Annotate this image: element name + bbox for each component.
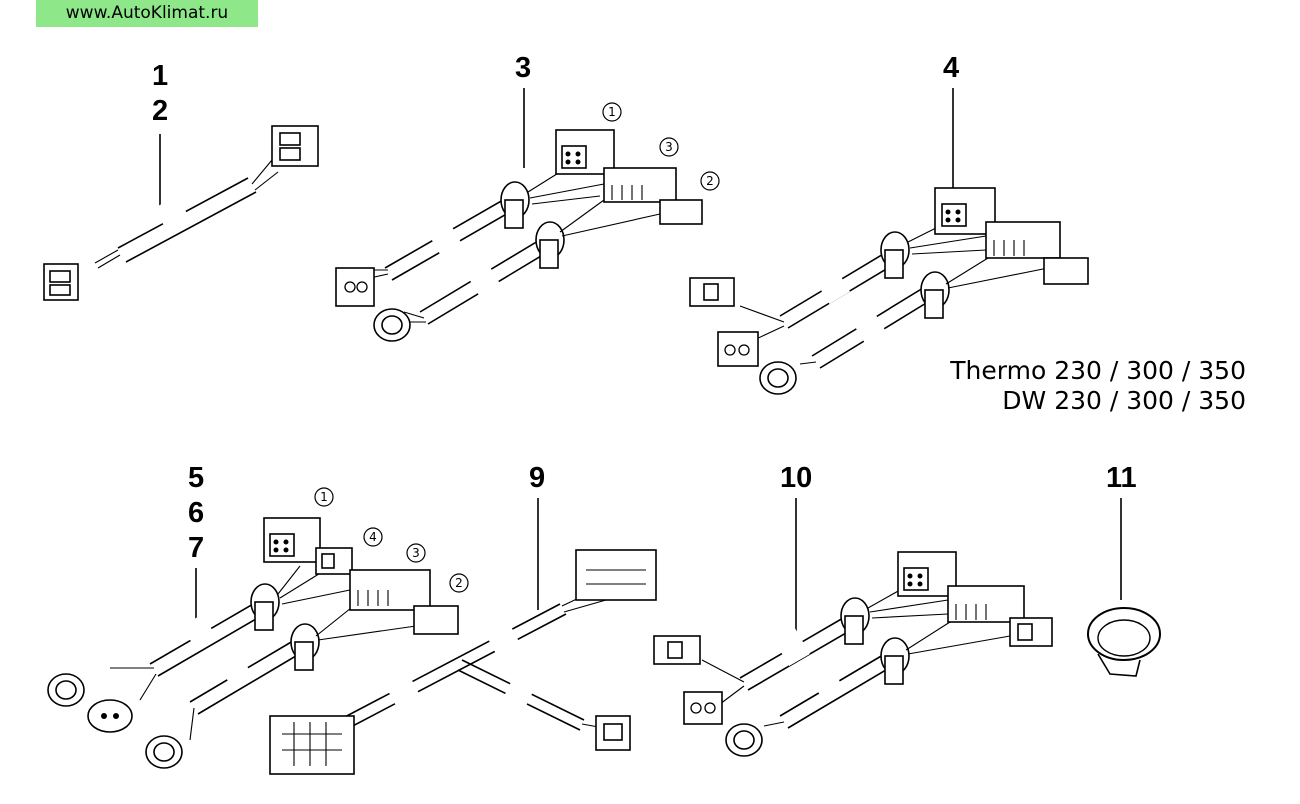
wires [251, 159, 279, 191]
connector-multi-pin-bottom [269, 715, 355, 775]
connector-square [335, 267, 375, 307]
label-2: 2 [152, 95, 168, 127]
connector-round [759, 361, 797, 395]
connector-3 [349, 569, 431, 611]
connector-plug [43, 263, 79, 301]
grommet [250, 583, 320, 671]
grommet [880, 231, 950, 319]
connector-socket [271, 125, 319, 167]
clamp-tab [1097, 653, 1141, 677]
label-7: 7 [188, 532, 204, 564]
model-line-2: DW 230 / 300 / 350 [1002, 386, 1246, 415]
connector-1 [263, 517, 321, 563]
grommet [840, 597, 910, 685]
callout-1: 1 [608, 105, 616, 119]
connector-multi-pin-top [575, 549, 657, 601]
grommet [500, 181, 565, 269]
cable-main [319, 603, 567, 741]
connector-oval [87, 699, 133, 733]
connector-round-lower [145, 735, 183, 769]
label-3: 3 [515, 52, 531, 84]
harness-4: 4 [689, 52, 1089, 395]
wires [94, 249, 121, 269]
harness-5-6-7: 5 6 7 [47, 462, 469, 769]
connector-square-upper [653, 635, 701, 665]
label-6: 6 [188, 497, 204, 529]
harness-9: 9 [269, 462, 657, 775]
connector-flat [947, 585, 1025, 623]
connector-round-upper [47, 673, 85, 707]
label-1: 1 [152, 60, 168, 92]
connector-1 [897, 551, 957, 597]
label-11: 11 [1106, 462, 1137, 494]
callout-3: 3 [665, 140, 673, 154]
callout-2: 2 [706, 174, 714, 188]
callout-3: 3 [412, 546, 420, 560]
connector-2 [413, 605, 459, 635]
connector-square-upper [689, 277, 735, 307]
connector-4 [315, 547, 353, 575]
callout-2: 2 [455, 576, 463, 590]
watermark: www.AutoKlimat.ru [36, 0, 258, 27]
label-5: 5 [188, 462, 204, 494]
connector-1 [934, 187, 996, 235]
label-10: 10 [780, 462, 812, 494]
connector-small-right [1009, 617, 1053, 647]
model-line-1: Thermo 230 / 300 / 350 [949, 356, 1246, 385]
label-4: 4 [943, 52, 959, 84]
clamp-11: 11 [1087, 462, 1161, 677]
connector-round [725, 723, 763, 757]
harness-10: 10 [653, 462, 1053, 757]
harness-1-2: 1 2 [43, 60, 319, 301]
harness-3: 3 [335, 52, 720, 342]
connector-2 [659, 199, 703, 225]
callout-4: 4 [369, 530, 377, 544]
connector-1 [555, 129, 615, 175]
connector-3 [603, 167, 677, 203]
connector-round [373, 308, 411, 342]
label-9: 9 [529, 462, 545, 494]
connector-small [1043, 257, 1089, 285]
connector-square-lower [683, 691, 723, 725]
callout-1: 1 [320, 490, 328, 504]
connector-square-lower [717, 331, 759, 367]
connector-flat [985, 221, 1061, 259]
connector-small [595, 715, 631, 751]
